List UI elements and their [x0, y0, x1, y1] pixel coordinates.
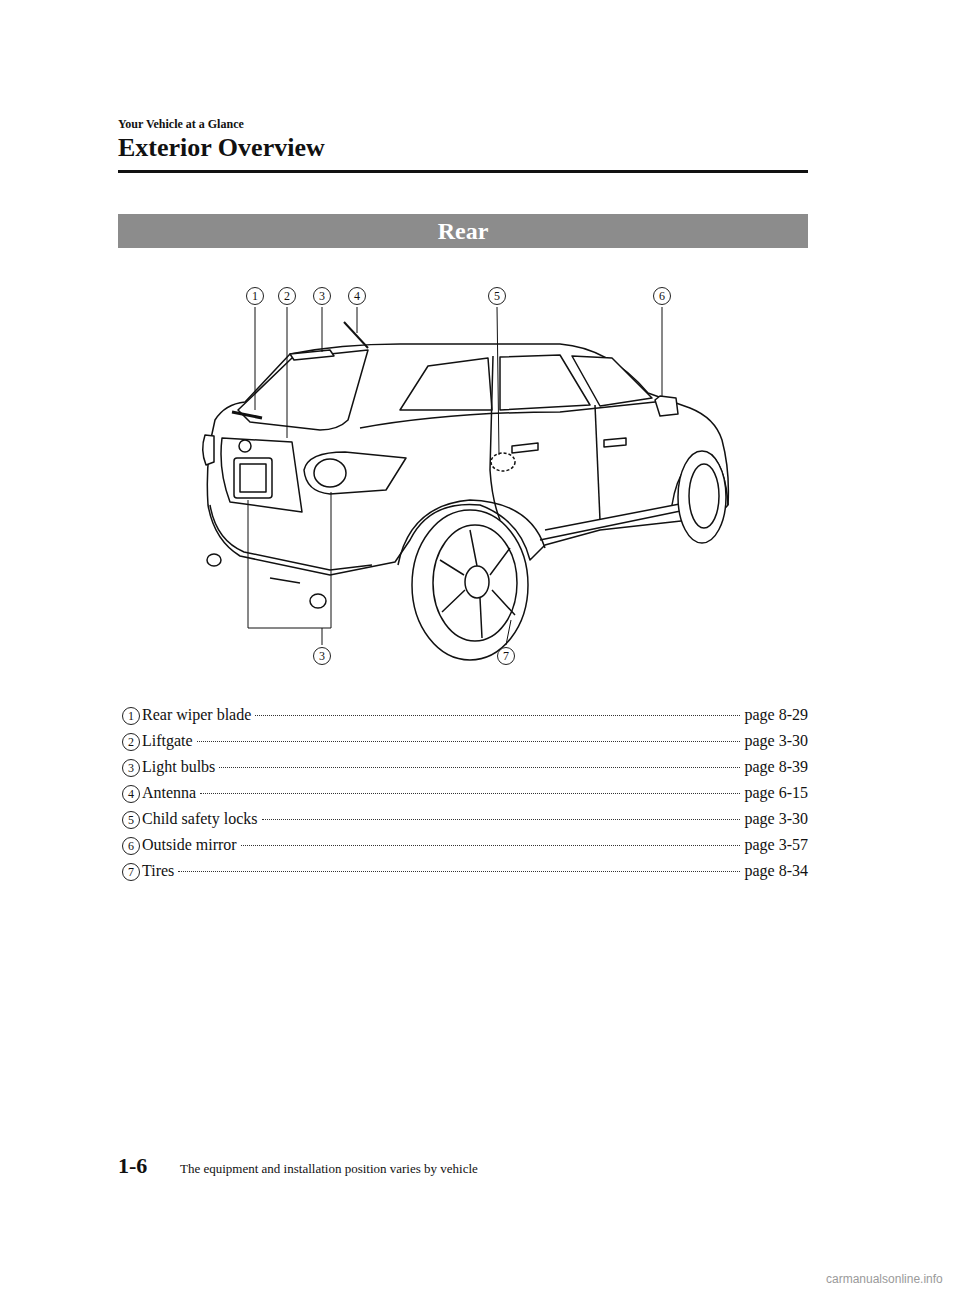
node-text: 3: [128, 762, 134, 774]
node-text: 7: [503, 650, 509, 662]
callout-number: 7: [497, 647, 515, 665]
node-text: 5: [494, 290, 500, 302]
part-name: Tires: [142, 862, 174, 880]
callout-number: 6: [122, 837, 140, 855]
dot-leader: [197, 741, 741, 742]
part-name: Light bulbs: [142, 758, 215, 776]
footnote: The equipment and installation position …: [180, 1161, 478, 1177]
callout-number: 5: [488, 287, 506, 305]
index-row: Light bulbs page 8-39: [142, 758, 808, 776]
node-text: Rear: [438, 218, 489, 245]
node-text: 4: [128, 788, 134, 800]
suv-drawing: [203, 322, 729, 660]
dot-leader: [255, 715, 740, 716]
page-reference: page 3-30: [744, 732, 808, 750]
index-row: Tires page 8-34: [142, 862, 808, 880]
callout-number: 3: [313, 647, 331, 665]
index-row: Child safety locks page 3-30: [142, 810, 808, 828]
node-text: 1: [252, 290, 258, 302]
index-row: Antenna page 6-15: [142, 784, 808, 802]
dot-leader: [178, 871, 740, 872]
callout-number: 4: [348, 287, 366, 305]
index-row: Rear wiper blade page 8-29: [142, 706, 808, 724]
node-text: 2: [128, 736, 134, 748]
callout-number: 5: [122, 811, 140, 829]
page-reference: page 6-15: [744, 784, 808, 802]
index-row: Liftgate page 3-30: [142, 732, 808, 750]
callout-number: 1: [122, 707, 140, 725]
page-number: 1-6: [118, 1153, 147, 1179]
page-reference: page 8-39: [744, 758, 808, 776]
node-text: 3: [319, 650, 325, 662]
callout-number: 2: [278, 287, 296, 305]
node-text: 6: [659, 290, 665, 302]
dot-leader: [219, 767, 740, 768]
section-band: Rear: [118, 214, 808, 248]
callout-number: 6: [653, 287, 671, 305]
node-text: 1: [128, 710, 134, 722]
page-reference: page 8-34: [744, 862, 808, 880]
leader-lines: [248, 307, 662, 645]
page-title: Exterior Overview: [118, 133, 325, 163]
callout-number: 3: [122, 759, 140, 777]
part-name: Liftgate: [142, 732, 193, 750]
node-text: 7: [128, 866, 134, 878]
page-reference: page 8-29: [744, 706, 808, 724]
callout-number: 1: [246, 287, 264, 305]
page-reference: page 3-57: [744, 836, 808, 854]
dot-leader: [262, 819, 741, 820]
index-row: Outside mirror page 3-57: [142, 836, 808, 854]
callout-number: 3: [313, 287, 331, 305]
part-name: Antenna: [142, 784, 196, 802]
node-text: 6: [128, 840, 134, 852]
callout-number: 4: [122, 785, 140, 803]
node-text: 2: [284, 290, 290, 302]
callout-number: 7: [122, 863, 140, 881]
dot-leader: [241, 845, 741, 846]
part-name: Outside mirror: [142, 836, 237, 854]
callout-number: 2: [122, 733, 140, 751]
page-reference: page 3-30: [744, 810, 808, 828]
node-text: 3: [319, 290, 325, 302]
section-header: Your Vehicle at a Glance: [118, 117, 244, 132]
header-rule: [118, 170, 808, 173]
dot-leader: [200, 793, 740, 794]
node-text: 4: [354, 290, 360, 302]
part-name: Child safety locks: [142, 810, 258, 828]
node-text: 5: [128, 814, 134, 826]
watermark: carmanualsonline.info: [826, 1272, 943, 1286]
part-name: Rear wiper blade: [142, 706, 251, 724]
